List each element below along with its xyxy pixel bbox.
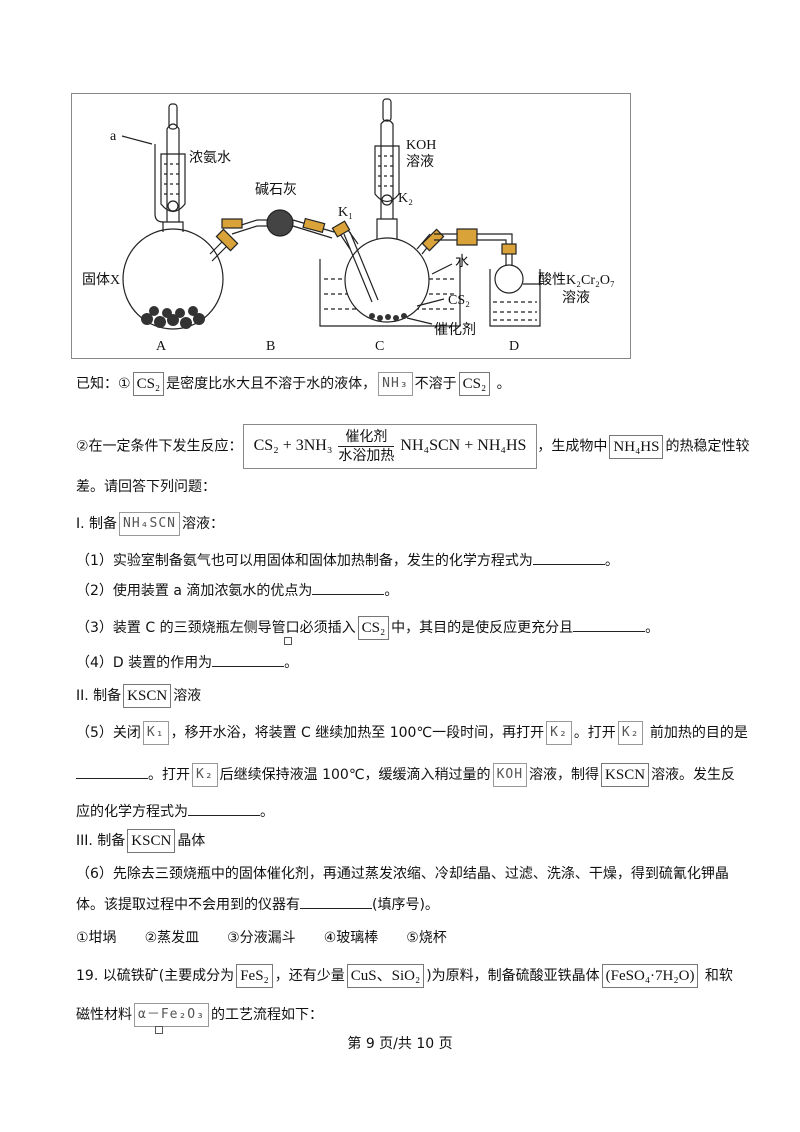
known-line-3: 差。请回答下列问题： (76, 479, 216, 495)
question-4: （4）D 装置的作用为。 (76, 652, 298, 673)
apparatus-figure: a 浓氨水 碱石灰 KOH 溶液 K₁ K₂ 水 CS₂ 催化剂 固体X 酸性K… (71, 93, 631, 359)
label-k1: K₁ (338, 205, 353, 220)
option-1: ①坩埚 (76, 930, 117, 946)
formula-koh: KOH (492, 763, 528, 787)
valve-k1: K₁ (142, 721, 169, 745)
formula-fes2: FeS₂ (236, 964, 273, 988)
valve-k2: K₂ (192, 763, 218, 787)
formula-kscn: KSCN (601, 763, 650, 787)
apparatus-b (221, 209, 335, 239)
label-acid-solution: 溶液 (562, 290, 590, 306)
question-6-line-1: （6）先除去三颈烧瓶中的固体催化剂，再通过蒸发浓缩、冷却结晶、过滤、洗涤、干燥，… (76, 866, 729, 882)
question-2: （2）使用装置 a 滴加浓氨水的优点为。 (76, 580, 398, 601)
formula-nh4scn: NH₄SCN (119, 512, 180, 536)
label-soda-lime: 碱石灰 (255, 182, 297, 198)
label-koh: KOH (406, 138, 436, 153)
label-k2: K₂ (398, 191, 413, 206)
page-footer: 第 9 页/共 10 页 (347, 1036, 453, 1052)
label-C: C (375, 339, 384, 354)
option-3: ③分液漏斗 (227, 930, 296, 946)
answer-blank[interactable] (76, 764, 148, 779)
formula-feso4-7h2o: (FeSO₄·7H₂O) (601, 964, 699, 988)
formula-cs2: CS₂ (357, 616, 390, 640)
option-5: ⑤烧杯 (406, 930, 447, 946)
label-solid-x: 固体X (82, 272, 120, 288)
label-acid: 酸性K₂Cr₂O₇ (538, 272, 615, 288)
placeholder-square (284, 637, 292, 645)
answer-blank[interactable] (300, 894, 372, 909)
label-catalyst: 催化剂 (434, 322, 476, 338)
formula-nh3: NH₃ (378, 372, 413, 396)
formula-alpha-fe2o3: α－Fe₂O₃ (134, 1003, 209, 1027)
question-5-line-3: 应的化学方程式为。 (76, 801, 274, 822)
answer-blank[interactable] (573, 617, 646, 632)
label-koh-solution: 溶液 (406, 154, 434, 170)
formula-kscn: KSCN (127, 829, 176, 853)
question-6-options: ①坩埚 ②蒸发皿 ③分液漏斗 ④玻璃棒 ⑤烧杯 (76, 928, 447, 948)
apparatus-d (489, 243, 542, 327)
label-A: A (156, 339, 167, 354)
label-water: 水 (455, 254, 469, 270)
formula-kscn: KSCN (123, 684, 172, 708)
label-ammonia: 浓氨水 (189, 150, 231, 166)
apparatus-c (319, 98, 461, 327)
valve-k2: K₂ (546, 721, 572, 745)
label-B: B (266, 339, 275, 354)
placeholder-square (155, 1026, 163, 1034)
apparatus-a (121, 103, 239, 330)
formula-nh4hs: NH₄HS (609, 434, 664, 459)
formula-cs2: CS₂ (458, 372, 491, 396)
label-D: D (509, 339, 519, 354)
answer-blank[interactable] (212, 652, 285, 667)
answer-blank[interactable] (312, 580, 385, 595)
answer-blank[interactable] (188, 801, 260, 816)
question-1: （1）实验室制备氨气也可以用固体和固体加热制备，发生的化学方程式为。 (76, 550, 619, 571)
formula-cs2: CS₂ (132, 372, 165, 396)
apparatus-diagram: a 浓氨水 碱石灰 KOH 溶液 K₁ K₂ 水 CS₂ 催化剂 固体X 酸性K… (82, 98, 615, 354)
option-4: ④玻璃棒 (323, 930, 379, 946)
answer-blank[interactable] (532, 550, 605, 565)
valve-k2: K₂ (617, 721, 644, 745)
formula-cus-sio2: CuS、SiO₂ (346, 964, 425, 988)
label-a: a (110, 129, 117, 144)
option-2: ②蒸发皿 (144, 930, 200, 946)
question-6-line-2: 体。该提取过程中不会用到的仪器有(填序号)。 (76, 894, 439, 915)
label-cs2: CS₂ (448, 293, 470, 308)
